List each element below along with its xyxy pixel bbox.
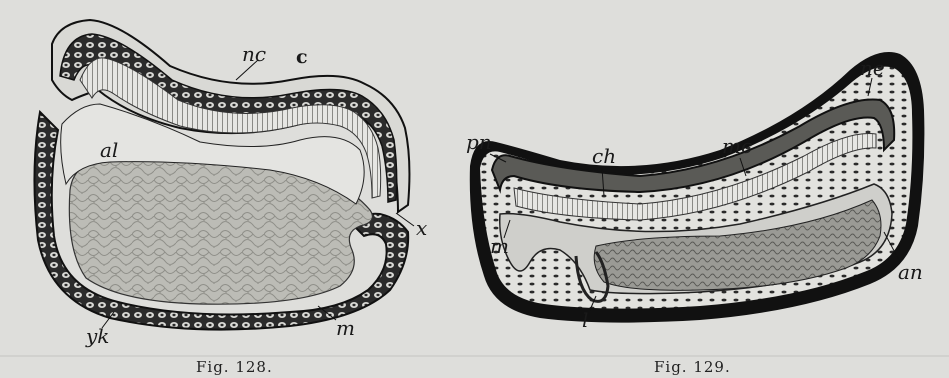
fig128-label-al: al	[100, 140, 118, 160]
fig129-label-ch: ch	[592, 146, 616, 166]
fig128-label-yk: yk	[86, 326, 109, 346]
fig129-label-ne: ne	[860, 58, 885, 78]
fig129-label-an: an	[898, 262, 923, 282]
figure-129-drawing	[470, 52, 925, 323]
fig129-label-m: m	[490, 236, 509, 256]
caption-fig-129: Fig. 129.	[654, 358, 731, 376]
fig129-label-mc: mc	[722, 136, 752, 156]
fig128-label-x: x	[416, 218, 427, 238]
caption-fig-128: Fig. 128.	[196, 358, 273, 376]
fig128-label-nc: nc	[242, 44, 266, 64]
fig129-label-pn: pn	[466, 132, 492, 152]
fig129-label-l: l	[582, 310, 588, 330]
fig128-label-c: c	[296, 48, 308, 67]
fig128-label-m: m	[336, 318, 355, 338]
figure-128-drawing	[34, 20, 409, 330]
